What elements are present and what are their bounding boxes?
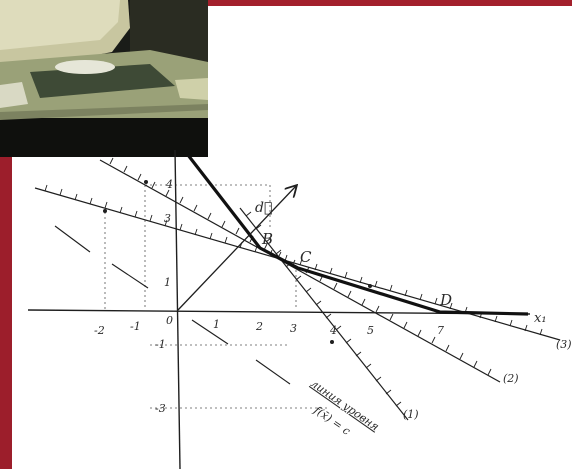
y-tick-labels: 4 3 1 -1 -3	[155, 178, 173, 415]
direction-vector-d	[177, 186, 296, 311]
constraint-2-label: (2)	[503, 372, 519, 385]
x-tick-label: 3	[290, 322, 297, 335]
x-tick-label: -1	[130, 320, 141, 333]
y-tick-label: -3	[155, 402, 166, 415]
constraint-1-label: (1)	[403, 408, 419, 421]
y-tick-label: 3	[164, 212, 171, 225]
x-tick-labels: -2 -1 0 1 2 3 4 5 7	[94, 314, 444, 337]
level-line	[54, 225, 291, 385]
constraint-line-1	[239, 207, 409, 421]
y-tick-label: -1	[155, 338, 166, 351]
y-tick-label: 4	[165, 178, 173, 191]
x-tick-label: -2	[94, 324, 105, 337]
constraint-line-3	[34, 184, 561, 341]
handwritten-lp-graph: d⃗ B C D -2 -1 0 1 2 3 4 5 7 x₁ 4 3	[27, 149, 572, 469]
x-tick-label: 1	[213, 318, 220, 331]
y-axis	[174, 149, 181, 469]
vertex-d-label: D	[439, 291, 452, 309]
constraint-line-2	[99, 157, 501, 383]
x-tick-label: 5	[367, 324, 374, 337]
x-tick-label: 0	[166, 314, 173, 327]
slide-frame-left-bar	[0, 157, 12, 469]
x-tick-label: 2	[255, 320, 263, 333]
x-axis-label: x₁	[534, 311, 547, 326]
level-line-caption: линия уровня f(x̄) = c	[308, 377, 381, 438]
vertex-b-label: B	[261, 230, 273, 248]
video-inset-photo	[0, 0, 208, 157]
feasible-region-boundary	[186, 154, 529, 316]
vector-d-label: d⃗	[255, 200, 272, 216]
x-tick-label: 4	[329, 324, 337, 337]
dashed-guides	[104, 184, 330, 409]
y-tick-label: 1	[164, 276, 171, 289]
x-tick-label: 7	[437, 324, 444, 337]
slide-frame-top-bar	[208, 0, 572, 6]
monitor-photo-image	[0, 0, 208, 157]
constraint-3-label: (3)	[556, 338, 572, 351]
vertex-c-label: C	[300, 248, 312, 266]
